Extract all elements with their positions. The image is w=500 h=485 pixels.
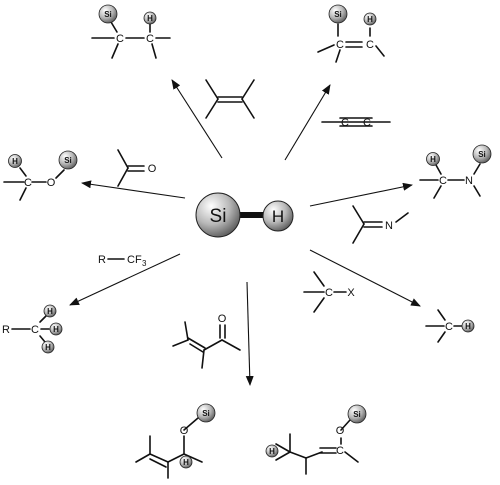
si-ball bbox=[98, 4, 118, 24]
h-ball bbox=[49, 322, 63, 336]
alkyne-c1: C bbox=[341, 117, 349, 129]
si-ball bbox=[347, 404, 367, 424]
alkyne-c2: C bbox=[363, 117, 371, 129]
r3ch-c: C bbox=[445, 321, 453, 333]
ketone-o: O bbox=[148, 163, 157, 175]
si-center-label: Si bbox=[210, 206, 227, 227]
si-ball bbox=[58, 150, 78, 170]
h-ball bbox=[8, 154, 22, 168]
central-si-h: Si H bbox=[195, 192, 294, 238]
h-ball-label: H bbox=[45, 343, 51, 352]
h-ball bbox=[363, 12, 377, 26]
si-ball-label: Si bbox=[64, 156, 72, 165]
enone-o: O bbox=[218, 313, 227, 325]
si-ball bbox=[328, 4, 348, 24]
alkylsilane-c1: C bbox=[116, 33, 124, 45]
rcf3-f: F bbox=[135, 254, 142, 266]
h-ball-label: H bbox=[367, 15, 373, 24]
h-ball bbox=[41, 340, 55, 354]
arrow-to-vinyl-silane bbox=[284, 84, 331, 161]
h-ball-label: H bbox=[12, 157, 18, 166]
halide-x: X bbox=[347, 287, 355, 299]
h-center-label: H bbox=[272, 207, 284, 226]
product-silyl-ether: C O H Si bbox=[3, 150, 78, 201]
arrow-to-dehalogenated bbox=[309, 249, 421, 307]
h-ball bbox=[461, 319, 475, 333]
vinylsilane-c1: C bbox=[336, 39, 344, 51]
h-ball bbox=[265, 444, 279, 458]
si-ball-label: Si bbox=[104, 10, 112, 19]
reagent-r-cf3: R C F 3 bbox=[98, 254, 147, 268]
rch3-c: C bbox=[31, 324, 39, 336]
rcf3-c: C bbox=[127, 254, 135, 266]
h-ball-label: H bbox=[183, 458, 189, 467]
si-ball-label: Si bbox=[353, 410, 361, 419]
product-silyl-enol-ether: C O Si H bbox=[265, 404, 367, 475]
product-silyl-amine: C N H Si bbox=[419, 144, 492, 199]
arrow-to-enone-products bbox=[245, 281, 254, 386]
reagent-imine: N bbox=[352, 205, 409, 244]
product-r-ch3: R C H H H bbox=[2, 304, 63, 354]
si-ball bbox=[472, 144, 492, 164]
h-ball-label: H bbox=[269, 447, 275, 456]
h-ball-label: H bbox=[465, 322, 471, 331]
si-ball-label: Si bbox=[202, 409, 210, 418]
silylether-o: O bbox=[47, 177, 56, 189]
h-ball bbox=[143, 11, 157, 25]
h-ball-label: H bbox=[47, 307, 53, 316]
arrow-to-alkyl-silane bbox=[171, 79, 223, 159]
rch3-r: R bbox=[2, 324, 10, 336]
h-ball bbox=[179, 455, 193, 469]
enolether-o: O bbox=[336, 425, 345, 437]
silylamine-c: C bbox=[439, 175, 447, 187]
alkylsilane-c2: C bbox=[146, 33, 154, 45]
imine-n: N bbox=[385, 220, 393, 232]
h-ball-label: H bbox=[430, 155, 436, 164]
h-ball bbox=[426, 152, 440, 166]
reagent-ketone: O bbox=[117, 149, 157, 187]
si-ball bbox=[196, 403, 216, 423]
reagent-alkyl-halide: C X bbox=[303, 271, 355, 313]
reagent-alkyne: C C bbox=[321, 117, 391, 129]
si-ball-label: Si bbox=[334, 10, 342, 19]
product-allyl-silyl-ether: O Si H bbox=[135, 403, 216, 479]
silylether-c: C bbox=[24, 177, 32, 189]
si-ball-label: Si bbox=[478, 150, 486, 159]
vinylsilane-c2: C bbox=[366, 39, 374, 51]
h-ball-label: H bbox=[53, 325, 59, 334]
product-r3c-h: C H bbox=[425, 309, 475, 343]
arrow-to-reduced-cf3 bbox=[69, 253, 181, 306]
halide-c: C bbox=[325, 287, 333, 299]
reagent-alkene bbox=[205, 79, 255, 119]
rcf3-subscript: 3 bbox=[142, 259, 147, 268]
reagent-enone: O bbox=[172, 313, 241, 369]
allylether-o: O bbox=[180, 425, 189, 437]
product-alkyl-silane: C C Si H bbox=[91, 4, 171, 59]
rcf3-r: R bbox=[98, 254, 106, 266]
h-ball bbox=[43, 304, 57, 318]
si-center-ball bbox=[195, 192, 241, 238]
silylamine-n: N bbox=[465, 175, 473, 187]
product-vinyl-silane: C C Si H bbox=[317, 4, 385, 63]
h-ball-label: H bbox=[147, 14, 153, 23]
arrow-to-silyl-amine bbox=[309, 182, 413, 207]
reaction-arrows bbox=[69, 79, 421, 386]
enolether-c: C bbox=[336, 445, 344, 457]
arrow-to-silyl-ether bbox=[81, 180, 186, 199]
h-center-ball bbox=[262, 200, 294, 232]
